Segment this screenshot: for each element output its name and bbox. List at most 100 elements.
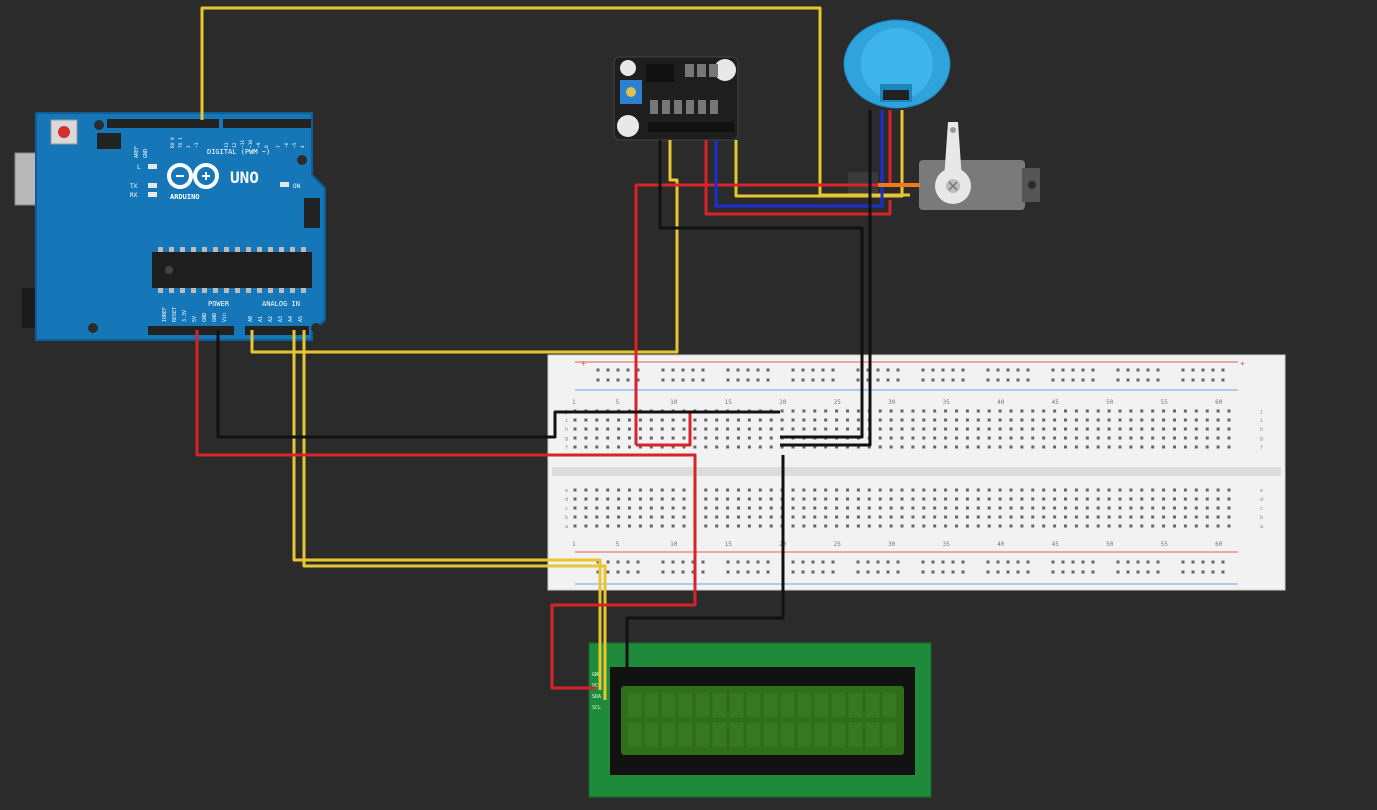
digital-pin-label: TX 1 (178, 137, 184, 148)
column-number: 25 (834, 399, 842, 406)
power-pin-label: GND (202, 313, 208, 322)
wire-yellow-a5-lcd (302, 330, 607, 700)
wire-red-module-servo (704, 140, 892, 216)
power-pin-labels: IOREF RESET 3.3V 5V GND GND Vin (162, 307, 228, 322)
rx-label: RX (130, 192, 138, 199)
column-number: 60 (1215, 541, 1223, 548)
column-number: 15 (725, 399, 733, 406)
analog-pin-label: A1 (258, 316, 264, 322)
digital-header-left[interactable] (107, 119, 219, 128)
digital-header-right[interactable] (223, 119, 311, 128)
wires (195, 6, 920, 700)
wire-black-lcd (625, 455, 785, 668)
analog-pin-label: A5 (298, 316, 304, 322)
uno-label: UNO (230, 168, 259, 187)
digital-pin-label: 2 (186, 145, 192, 148)
lcd-pin-label: SDA (592, 694, 601, 700)
wire-red-bb (636, 412, 692, 447)
wire-red-module (634, 110, 892, 445)
motion-sensor[interactable] (843, 19, 951, 109)
on-led (280, 182, 289, 187)
wire-yellow-a4-lcd (292, 330, 602, 690)
analog-pin-label: A4 (288, 316, 294, 322)
row-letter: g (1260, 436, 1263, 442)
row-letter: f (1260, 445, 1263, 451)
digital-label: DIGITAL (PWM ~) (207, 148, 270, 156)
wire-black-gnd (216, 330, 780, 439)
column-number: 30 (888, 541, 896, 548)
servo-motor[interactable] (848, 122, 1040, 210)
power-pin-label: Vin (222, 313, 228, 322)
wire-blue (714, 110, 884, 208)
gnd-label: GND (143, 149, 149, 158)
digital-pin-label: 7 (276, 145, 282, 148)
power-pin-label: IOREF (162, 307, 168, 322)
digital-pin-label: ~5 (292, 142, 298, 148)
power-pin-label: RESET (172, 307, 178, 322)
column-number: 60 (1215, 399, 1223, 406)
row-letter: e (565, 488, 568, 494)
power-header[interactable] (148, 326, 234, 335)
column-number: 40 (997, 541, 1005, 548)
wire-black-servo (780, 110, 872, 447)
lcd-pin-labels: GND VCC SDA SCL (592, 672, 601, 711)
row-letter: a (1260, 524, 1263, 530)
arduino-brand-label: ARDUINO (170, 193, 200, 201)
lcd-pin-label: SCL (592, 705, 601, 711)
row-letter: b (565, 515, 568, 521)
analog-header[interactable] (245, 326, 309, 335)
row-letter: a (565, 524, 568, 530)
power-pin-label: 3.3V (182, 310, 188, 322)
column-number: 25 (834, 541, 842, 548)
row-letter: d (565, 497, 568, 503)
lcd-character-grid (626, 691, 898, 749)
digital-pin-label: 12 (232, 142, 238, 148)
column-number: 45 (1052, 399, 1060, 406)
row-letter: j (1260, 409, 1263, 415)
analog-pin-label: A2 (268, 316, 274, 322)
digital-pin-label: 13 (224, 142, 230, 148)
arduino-logo (167, 163, 219, 189)
lcd-display[interactable]: GND VCC SDA SCL (588, 642, 932, 798)
column-number: 1 (572, 399, 576, 406)
power-pin-label: 5V (192, 316, 198, 322)
row-letter: c (565, 506, 568, 512)
row-letter: h (565, 427, 568, 433)
column-number: 5 (616, 541, 620, 548)
column-number: 10 (670, 541, 678, 548)
column-number: 20 (779, 399, 787, 406)
lcd-pin-label: VCC (592, 683, 601, 689)
wire-red-5v (195, 330, 697, 690)
on-label: ON (293, 183, 301, 190)
row-letter: g (565, 436, 568, 442)
wire-yellow-module-servo (734, 110, 904, 198)
l-label: L (137, 164, 141, 171)
column-number: 5 (616, 399, 620, 406)
wire-yellow-module-analog (250, 140, 679, 354)
wire-black-module (658, 140, 864, 439)
digital-pin-label: RX 0 (170, 137, 176, 148)
lcd-pin-label: GND (592, 672, 601, 678)
digital-pin-label: ~11 (240, 140, 246, 148)
microchip-icon (152, 247, 312, 293)
digital-pin-label: ~3 (194, 142, 200, 148)
tx-label: TX (130, 183, 138, 190)
reset-button-icon (58, 126, 70, 138)
analog-in-label: ANALOG IN (262, 300, 300, 308)
analog-pin-label: A0 (248, 316, 254, 322)
digital-pin-label: ~9 (256, 142, 262, 148)
aref-label: AREF (134, 146, 140, 158)
digital-pin-label: ~10 (248, 140, 254, 148)
column-number: 15 (725, 541, 733, 548)
column-number: 30 (888, 399, 896, 406)
row-letter: b (1260, 515, 1263, 521)
sensor-module[interactable] (613, 56, 739, 141)
power-pin-label: GND (212, 313, 218, 322)
column-number: 10 (670, 399, 678, 406)
